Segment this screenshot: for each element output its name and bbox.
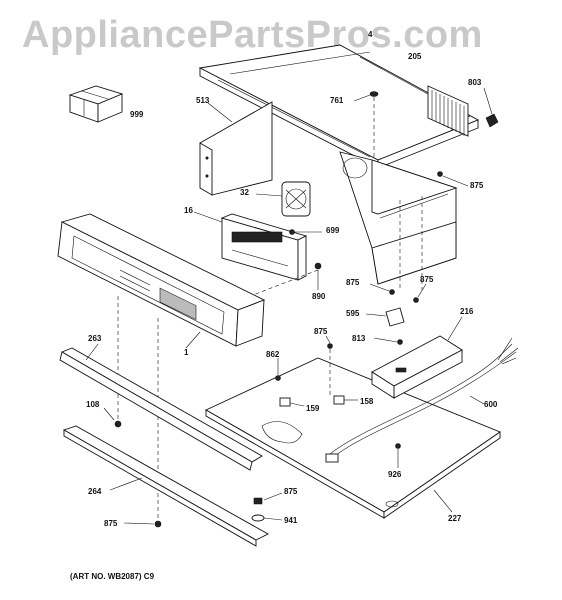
label-205: 205 <box>408 52 422 61</box>
label-875f: 875 <box>104 519 118 528</box>
part-216-relay-box[interactable] <box>371 316 463 399</box>
part-595-bracket[interactable] <box>365 307 405 327</box>
part-16-control-board[interactable] <box>193 211 308 281</box>
label-263: 263 <box>88 334 102 343</box>
label-4: 4 <box>368 30 373 39</box>
part-264-bottom-trim[interactable] <box>62 425 269 547</box>
label-264: 264 <box>88 487 102 496</box>
part-32-fan[interactable] <box>255 181 311 217</box>
label-875c: 875 <box>420 275 434 284</box>
part-941-washer[interactable] <box>251 514 283 522</box>
label-159: 159 <box>306 404 320 413</box>
label-803: 803 <box>468 78 482 87</box>
label-1: 1 <box>184 348 189 357</box>
part-875-screw-middle[interactable] <box>325 335 333 396</box>
part-158-switch[interactable] <box>333 395 358 405</box>
part-875-screw-bottom[interactable] <box>253 492 283 505</box>
label-999: 999 <box>130 110 144 119</box>
label-595: 595 <box>346 309 360 318</box>
part-108-screw[interactable] <box>103 407 122 428</box>
label-941: 941 <box>284 516 298 525</box>
label-761: 761 <box>330 96 344 105</box>
part-227-base-plate[interactable] <box>205 357 501 519</box>
part-699-screw[interactable] <box>289 229 323 235</box>
part-803-screw[interactable] <box>483 87 499 128</box>
label-875a: 875 <box>470 181 484 190</box>
part-263-trim[interactable] <box>59 343 263 471</box>
label-875e: 875 <box>284 487 298 496</box>
part-813-screw[interactable] <box>373 337 403 345</box>
art-number: (ART NO. WB2087) C9 <box>70 572 155 581</box>
part-4-top-cover[interactable] <box>198 44 480 169</box>
label-32: 32 <box>240 188 249 197</box>
part-159-switch[interactable] <box>279 397 305 407</box>
part-1-control-panel[interactable] <box>57 213 266 520</box>
part-875-screw-left-of-216[interactable] <box>369 283 395 295</box>
label-890: 890 <box>312 292 326 301</box>
part-875-screw-upper-right[interactable] <box>437 171 469 187</box>
part-205-vent[interactable] <box>427 85 469 137</box>
part-999-box[interactable] <box>68 85 124 123</box>
part-875-screw-right-of-216[interactable] <box>413 283 427 303</box>
label-813: 813 <box>352 334 366 343</box>
label-926: 926 <box>388 470 402 479</box>
part-926-screw[interactable] <box>395 443 401 469</box>
label-513: 513 <box>196 96 210 105</box>
label-158: 158 <box>360 397 374 406</box>
label-875b: 875 <box>346 278 360 287</box>
label-875d: 875 <box>314 327 328 336</box>
label-108: 108 <box>86 400 100 409</box>
part-862-screw[interactable] <box>275 358 281 381</box>
label-16: 16 <box>184 206 193 215</box>
label-600: 600 <box>484 400 498 409</box>
label-227: 227 <box>448 514 462 523</box>
label-699: 699 <box>326 226 340 235</box>
part-600-harness[interactable] <box>325 337 519 463</box>
label-216: 216 <box>460 307 474 316</box>
part-main-housing[interactable] <box>339 151 458 290</box>
label-862: 862 <box>266 350 280 359</box>
watermark-text: AppliancePartsPros.com <box>22 14 483 56</box>
part-513-side-panel[interactable] <box>199 101 273 196</box>
part-890-screw[interactable] <box>239 262 322 301</box>
part-875-screw-bottom-left[interactable] <box>123 520 162 528</box>
